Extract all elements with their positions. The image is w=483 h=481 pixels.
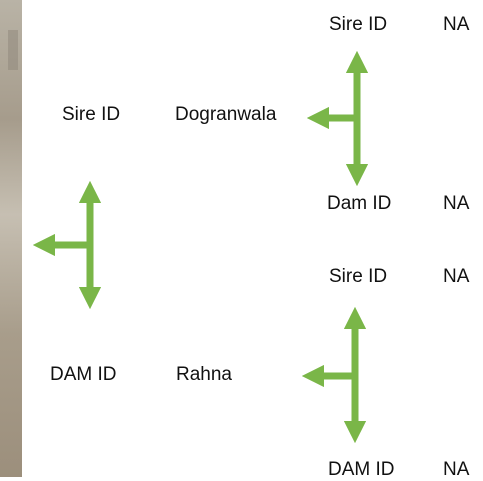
paternal-sire-value: NA bbox=[443, 14, 470, 35]
background-photo-strip bbox=[0, 0, 22, 477]
main-sire-label: Sire ID bbox=[62, 104, 121, 125]
main-sire-value: Dogranwala bbox=[175, 104, 277, 125]
maternal-sire-value: NA bbox=[443, 266, 470, 287]
main-dam-label: DAM ID bbox=[50, 364, 117, 385]
maternal-connector-arrow bbox=[301, 306, 367, 444]
paternal-connector-arrow bbox=[306, 50, 369, 187]
maternal-dam-value: NA bbox=[443, 459, 470, 480]
paternal-dam-label: Dam ID bbox=[327, 193, 392, 214]
paternal-dam-value: NA bbox=[443, 193, 470, 214]
maternal-sire-label: Sire ID bbox=[329, 266, 388, 287]
maternal-dam-label: DAM ID bbox=[328, 459, 395, 480]
main-dam-value: Rahna bbox=[176, 364, 232, 385]
root-connector-arrow bbox=[32, 180, 102, 310]
paternal-sire-label: Sire ID bbox=[329, 14, 388, 35]
